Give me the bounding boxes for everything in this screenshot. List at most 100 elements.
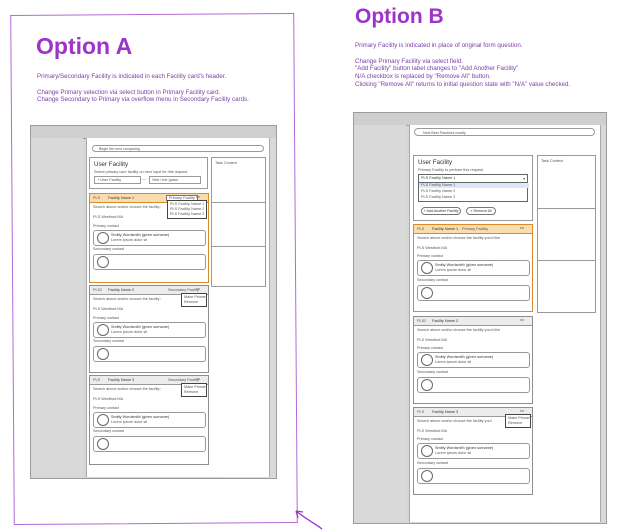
select-option[interactable]: PLS Facility Name 2 xyxy=(421,189,456,193)
remove-menu-item[interactable]: Remove xyxy=(184,300,199,304)
primary-contact-card[interactable]: Smitty Wordsmith (given surname) Lorem i… xyxy=(417,443,530,459)
facility-description: Search above and/or choose the facility … xyxy=(417,236,501,240)
user-facility-field-text: + User Facility xyxy=(97,178,122,182)
option-b-title: Option B xyxy=(355,5,444,28)
overflow-menu-icon[interactable]: ••• xyxy=(196,287,200,291)
dropdown-option[interactable]: PLS Facility Name 3 xyxy=(170,212,205,216)
select-option[interactable]: PLS Facility Name 3 xyxy=(421,195,456,199)
contact-subtext: Lorem ipsum dolor sit xyxy=(111,420,148,424)
contact-name: Smitty Wordsmith (given surname) xyxy=(435,446,494,450)
option-b-note-2 xyxy=(355,50,570,58)
secondary-facility-badge: Secondary Facility xyxy=(168,378,200,382)
contact-name: Smitty Wordsmith (given surname) xyxy=(111,233,170,237)
contact-subtext: Lorem ipsum dolor sit xyxy=(435,268,472,272)
primary-contact-card[interactable]: Smitty Wordsmith (given surname) Lorem i… xyxy=(93,322,206,338)
secondary-contact-label: Secondary contact xyxy=(417,278,449,282)
select-value: PLS Facility Name 1 xyxy=(421,176,456,180)
avatar-icon xyxy=(421,379,433,391)
overflow-menu-icon[interactable]: ••• xyxy=(520,226,524,230)
make-primary-menu-item[interactable]: Make Primary xyxy=(184,385,208,389)
secondary-contact-label: Secondary contact xyxy=(417,370,449,374)
facility-card-header: PLS Facility Name 3 Secondary Facility •… xyxy=(90,376,208,385)
overflow-menu-icon[interactable]: ••• xyxy=(196,195,200,199)
dropdown-option[interactable]: PLS Facility Name 1 xyxy=(170,202,205,206)
avatar-icon xyxy=(421,445,433,457)
secondary-contact-card[interactable] xyxy=(93,346,206,362)
option-a-note-2 xyxy=(37,81,249,89)
secondary-contact-label: Secondary contact xyxy=(417,461,449,465)
avatar-icon xyxy=(421,470,433,482)
overflow-menu-icon[interactable]: ••• xyxy=(196,377,200,381)
facility-tag: PLS xyxy=(417,227,425,231)
primary-select-dropdown: PLS Facility Name 1 PLS Facility Name 2 … xyxy=(167,200,207,219)
facility-meta: PLS Westford MA xyxy=(93,397,124,401)
panel-title: User Facility xyxy=(94,161,129,168)
secondary-contact-card[interactable] xyxy=(93,254,206,270)
contact-name: Smitty Wordsmith (given surname) xyxy=(111,325,170,329)
remove-menu-item[interactable]: Remove xyxy=(508,421,523,425)
search-text: Next Best Practices mostly xyxy=(423,131,466,135)
secondary-contact-card[interactable] xyxy=(417,468,530,484)
primary-contact-card[interactable]: Smitty Wordsmith (given surname) Lorem i… xyxy=(417,260,530,276)
overflow-menu: Make Primary Remove xyxy=(505,414,531,428)
task-context-panel: Task Context xyxy=(537,155,596,313)
primary-contact-card[interactable]: Smitty Wordsmith (given surname) Lorem i… xyxy=(417,352,530,368)
user-facility-field[interactable]: + User Facility xyxy=(94,176,141,184)
overflow-menu-icon[interactable]: ••• xyxy=(520,409,524,413)
make-primary-menu-item[interactable]: Make Primary xyxy=(508,416,532,420)
facility-tag: PLS xyxy=(93,378,101,382)
search-input[interactable]: Next Best Practices mostly xyxy=(414,128,595,136)
remove-all-button[interactable]: × Remove All xyxy=(466,207,496,215)
facility-meta: PLS Westford MA xyxy=(417,338,448,342)
secondary-contact-label: Secondary contact xyxy=(93,339,125,343)
primary-contact-label: Primary contact xyxy=(417,346,444,350)
secondary-contact-label: Secondary contact xyxy=(93,247,125,251)
facility-tag: PLS xyxy=(93,196,101,200)
make-primary-menu-item[interactable]: Make Primary xyxy=(184,295,208,299)
left-gutter xyxy=(31,138,83,478)
search-input[interactable]: Begin the next comparing xyxy=(92,145,264,152)
divider xyxy=(212,246,265,247)
contact-name: Smitty Wordsmith (given surname) xyxy=(435,263,494,267)
option-b-note-6: Clicking "Remove All" returns to initial… xyxy=(355,80,571,88)
facility-description: Search above and/or choose the facility … xyxy=(417,419,492,423)
overflow-menu: Make Primary Remove xyxy=(181,383,207,397)
facility-card-2: PLS2 Facility Name 2 ••• Search above an… xyxy=(413,316,533,404)
facility-name: Facility Name 3 xyxy=(108,378,135,382)
secondary-contact-card[interactable] xyxy=(417,285,530,301)
option-a-note-4: Change Secondary to Primary via overflow… xyxy=(37,96,249,104)
visit-field[interactable]: Visit / the grass xyxy=(149,176,201,184)
primary-contact-card[interactable]: Smitty Wordsmith (given surname) Lorem i… xyxy=(93,230,206,246)
primary-facility-badge: Primary Facility xyxy=(462,227,488,231)
panel-hint: Select primary user facility on next inp… xyxy=(94,170,188,174)
remove-menu-item[interactable]: Remove xyxy=(184,390,199,394)
primary-contact-label: Primary contact xyxy=(93,316,120,320)
facility-name: Facility Name 1 xyxy=(108,196,135,200)
secondary-contact-label: Secondary contact xyxy=(93,429,125,433)
user-facility-panel: User Facility Select primary user facili… xyxy=(89,157,208,189)
facility-name: Facility Name 3 xyxy=(432,410,459,414)
dropdown-option[interactable]: PLS Facility Name 2 xyxy=(170,207,205,211)
contact-subtext: Lorem ipsum dolor sit xyxy=(111,238,148,242)
chevron-down-icon: ▾ xyxy=(523,177,525,181)
user-facility-panel: User Facility Primary Facility to perfor… xyxy=(413,155,533,221)
option-a-note-1: Primary/Secondary Facility is indicated … xyxy=(37,73,227,80)
avatar-icon xyxy=(97,348,109,360)
facility-meta: PLS Westford MA xyxy=(417,429,448,433)
facility-tag: PLS xyxy=(417,410,425,414)
facility-meta: PLS Westford MA xyxy=(93,215,124,219)
primary-contact-card[interactable]: Smitty Wordsmith (given surname) Lorem i… xyxy=(93,412,206,428)
contact-subtext: Lorem ipsum dolor sit xyxy=(435,360,472,364)
divider xyxy=(538,260,595,261)
option-b-note-1: Primary Facility is indicated in place o… xyxy=(355,42,523,49)
select-option[interactable]: PLS Facility Name 1 xyxy=(419,183,529,188)
overflow-menu-icon[interactable]: ••• xyxy=(520,318,524,322)
primary-contact-label: Primary contact xyxy=(93,224,120,228)
secondary-contact-card[interactable] xyxy=(93,436,206,452)
secondary-contact-card[interactable] xyxy=(417,377,530,393)
search-text: Begin the next comparing xyxy=(99,147,140,151)
avatar-icon xyxy=(421,287,433,299)
add-another-facility-button[interactable]: + Add Another Facility xyxy=(421,207,461,215)
avatar-icon xyxy=(421,262,433,274)
facility-card-1: PLS Facility Name 1 Primary Facility •••… xyxy=(413,224,533,312)
